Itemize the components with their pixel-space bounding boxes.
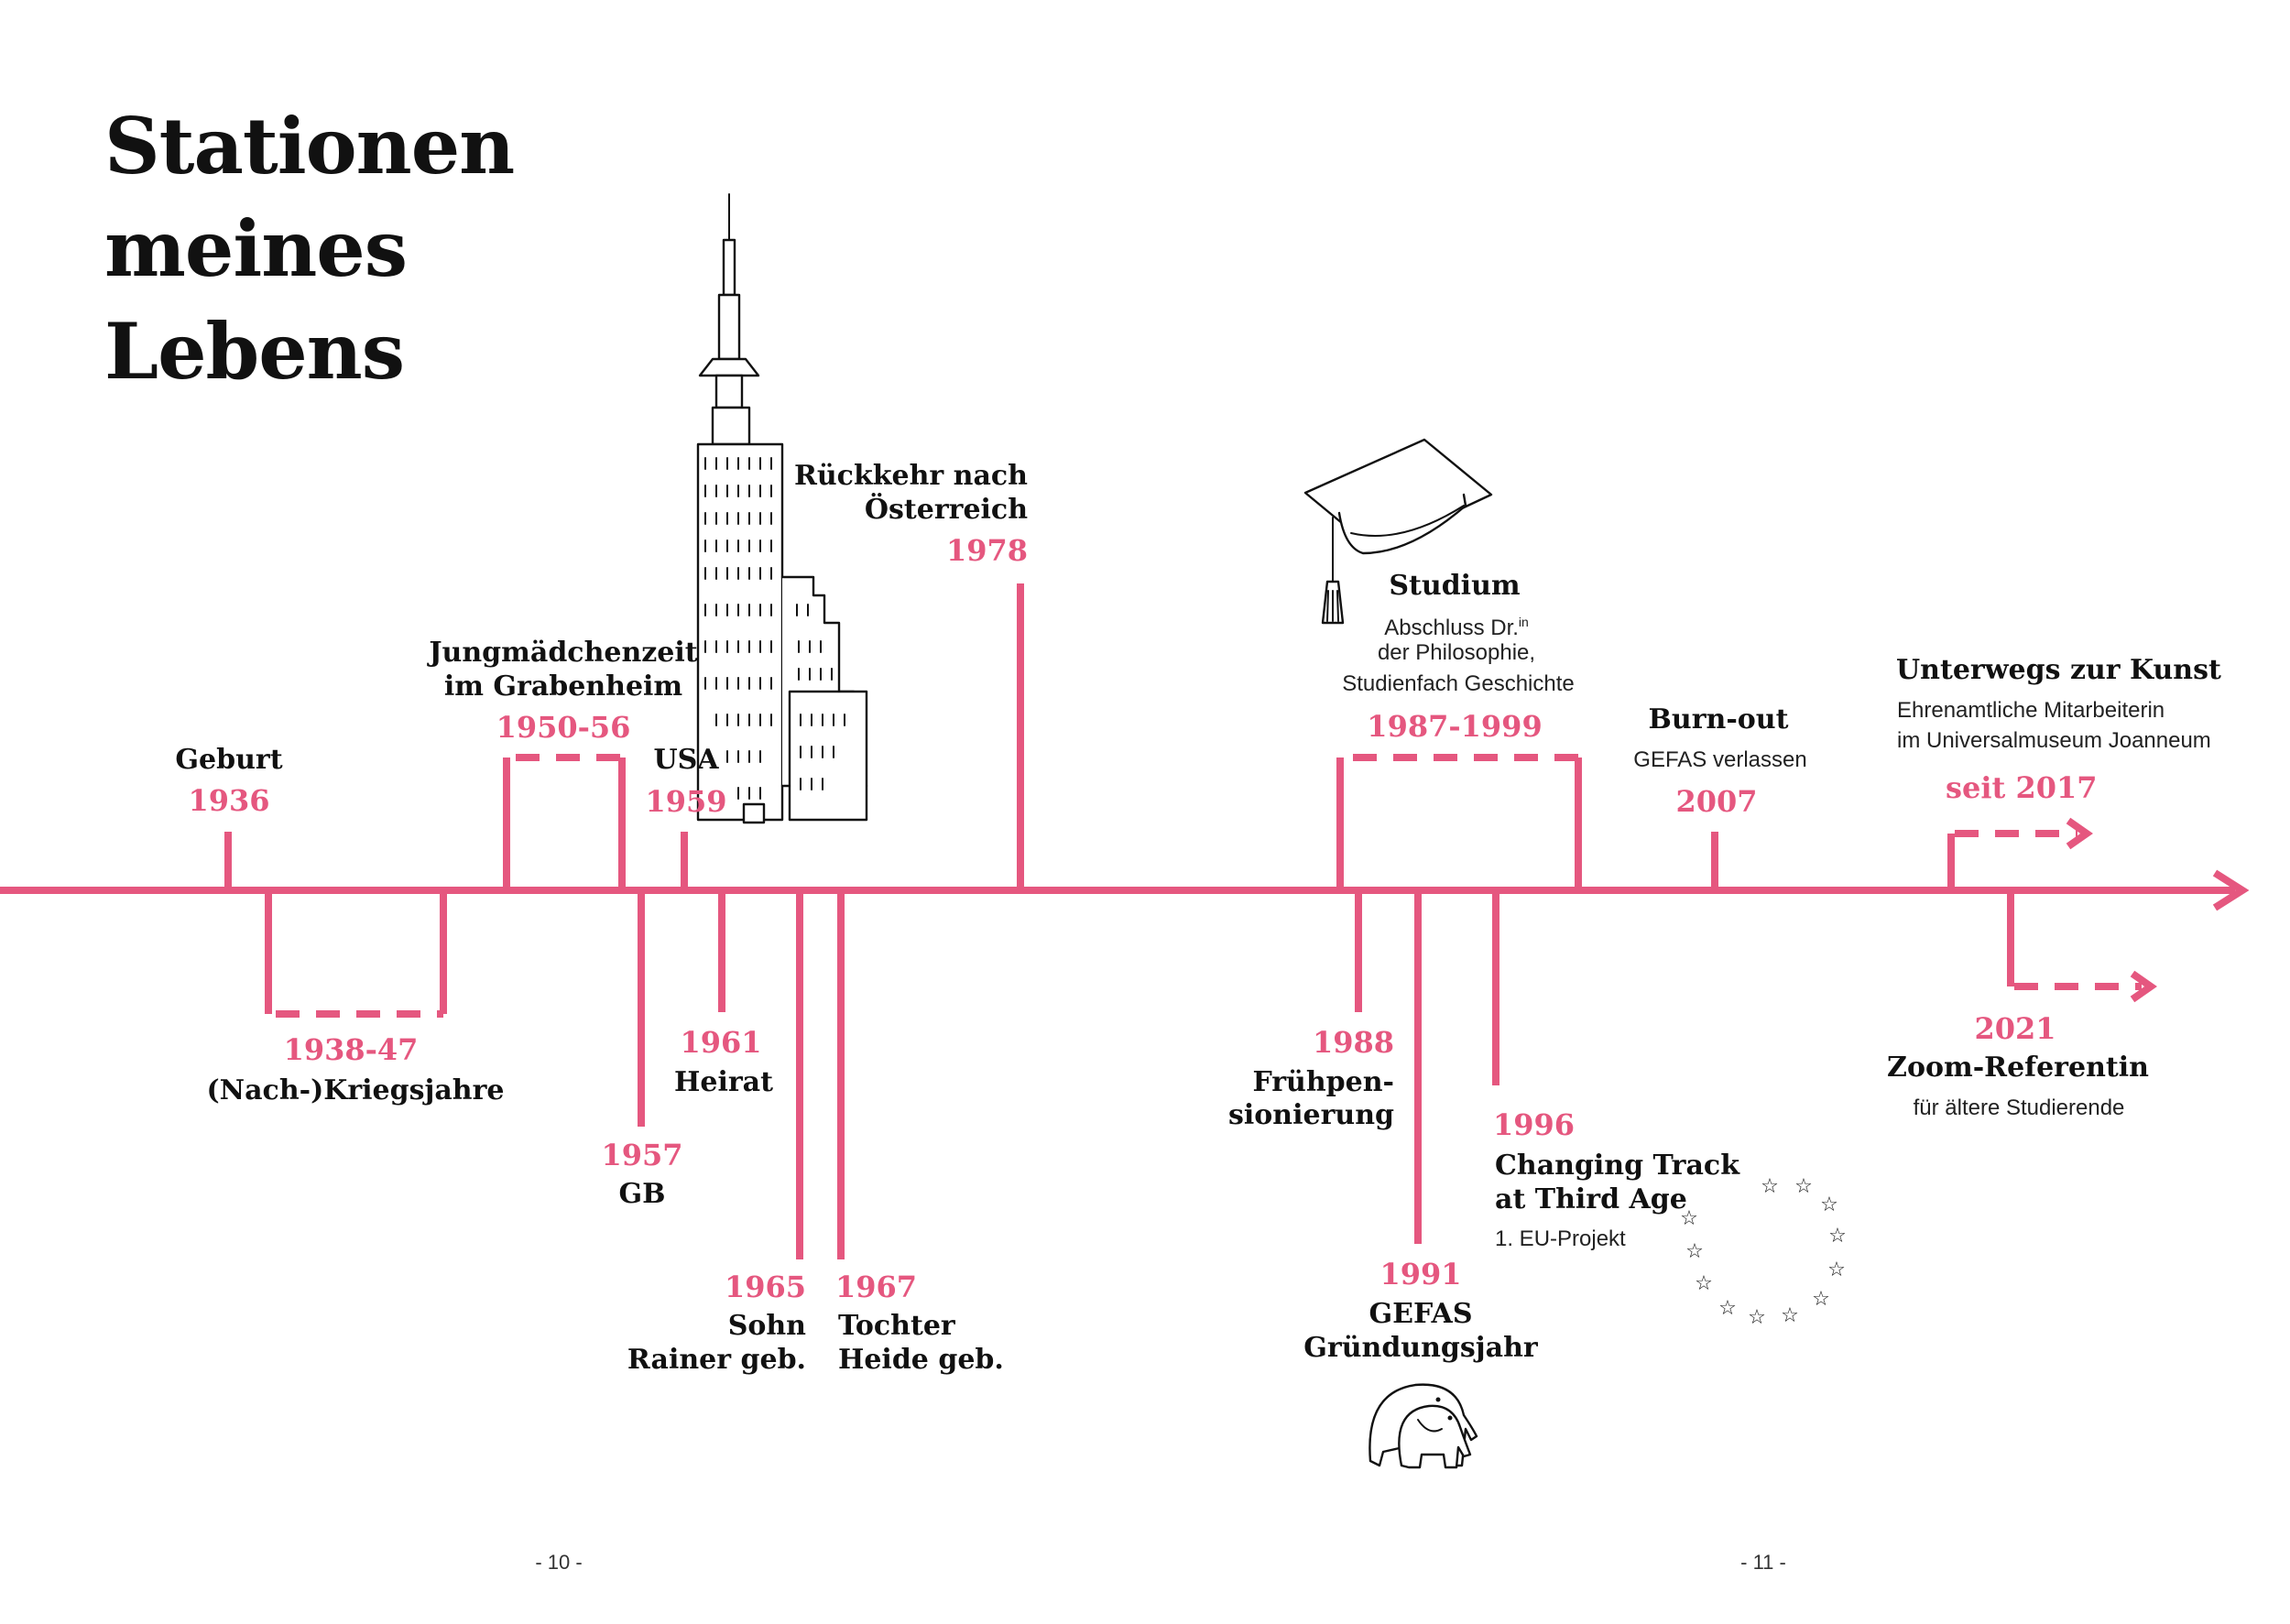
arrow-2021 — [2007, 890, 2157, 1003]
event-year: 1950-56 — [496, 710, 631, 745]
event-sub-line: Studienfach Geschichte — [1342, 671, 1575, 696]
event-year: 1957 — [601, 1138, 683, 1172]
event-sub: 1. EU-Projekt — [1495, 1226, 1626, 1251]
svg-text:☆: ☆ — [1828, 1225, 1847, 1248]
event-year: seit 2017 — [1946, 770, 2098, 805]
event-title-line: GEFAS — [1369, 1298, 1473, 1330]
bracket-1938-47 — [265, 890, 447, 1018]
event-title-line: Frühpen- — [1252, 1066, 1394, 1098]
event-title-line: sionierung — [1228, 1099, 1394, 1131]
event-sub-line: im Universalmuseum Joanneum — [1897, 728, 2211, 753]
svg-text:☆: ☆ — [1761, 1175, 1779, 1198]
event-title-line: Rückkehr nach — [793, 460, 1028, 492]
event-title-line: Gründungsjahr — [1303, 1332, 1538, 1364]
svg-text:☆: ☆ — [1680, 1207, 1698, 1230]
svg-text:☆: ☆ — [1695, 1272, 1713, 1295]
arrow-seit-2017 — [1947, 817, 2093, 890]
svg-text:☆: ☆ — [1812, 1288, 1830, 1311]
event-year: 1938-47 — [283, 1032, 419, 1067]
event-title-line: Rainer geb. — [627, 1344, 806, 1376]
event-title-line: Sohn — [727, 1310, 806, 1342]
skyscraper-icon — [696, 193, 868, 824]
svg-text:☆: ☆ — [1718, 1297, 1737, 1320]
event-year: 1959 — [645, 784, 727, 819]
event-title: Studium — [1389, 570, 1521, 602]
event-year: 1965 — [724, 1270, 806, 1304]
title-line: Lebens — [104, 306, 405, 397]
page-number-right: - 11 - — [1740, 1551, 1786, 1574]
event-year: 2007 — [1675, 784, 1758, 819]
event-title: USA — [653, 744, 719, 776]
event-year: 1967 — [835, 1270, 918, 1304]
event-sub-line: der Philosophie, — [1377, 640, 1536, 665]
event-title: Geburt — [175, 744, 283, 776]
event-year: 2021 — [1974, 1011, 2056, 1046]
svg-text:☆: ☆ — [1794, 1175, 1813, 1198]
svg-text:☆: ☆ — [1685, 1240, 1704, 1263]
event-year: 1936 — [188, 783, 270, 818]
event-sub-text: Abschluss Dr. — [1384, 616, 1519, 640]
svg-text:☆: ☆ — [1781, 1304, 1799, 1327]
event-title-line: Heide geb. — [838, 1344, 1004, 1376]
event-sub-superscript: in — [1518, 615, 1529, 629]
event-sub: GEFAS verlassen — [1633, 747, 1807, 772]
svg-text:☆: ☆ — [1820, 1193, 1838, 1216]
event-title-line: im Grabenheim — [443, 670, 683, 703]
event-title: GB — [618, 1178, 666, 1210]
bracket-1987-1999 — [1336, 754, 1582, 890]
title-line: meines — [104, 203, 408, 294]
event-title: (Nach-)Kriegsjahre — [206, 1074, 505, 1106]
event-year: 1991 — [1379, 1257, 1462, 1292]
event-year: 1978 — [945, 533, 1028, 568]
event-title-line: Österreich — [864, 494, 1028, 526]
event-title: Heirat — [674, 1066, 773, 1098]
svg-text:☆: ☆ — [1827, 1259, 1846, 1281]
event-title-line: Tochter — [838, 1310, 955, 1342]
event-sub-line: Abschluss Dr.in — [1384, 606, 1529, 644]
event-title: Unterwegs zur Kunst — [1896, 654, 2221, 686]
event-year: 1987-1999 — [1367, 709, 1543, 744]
title-line: Stationen — [104, 101, 515, 191]
event-year: 1961 — [680, 1025, 762, 1060]
eu-stars-icon: ☆ ☆ ☆ ☆ ☆ ☆ ☆ ☆ ☆ ☆ ☆ ☆ — [1680, 1175, 1847, 1329]
arrow-right-icon — [2212, 869, 2250, 911]
page-number-left: - 10 - — [535, 1551, 583, 1574]
elephants-icon — [1369, 1383, 1478, 1469]
event-title: Zoom-Referentin — [1887, 1052, 2149, 1084]
event-year: 1996 — [1493, 1107, 1576, 1142]
bracket-1950-56 — [503, 754, 626, 890]
event-sub-line: Ehrenamtliche Mitarbeiterin — [1897, 698, 2165, 723]
event-year: 1988 — [1312, 1025, 1394, 1060]
svg-text:☆: ☆ — [1748, 1306, 1766, 1329]
page-title: Stationen meines Lebens — [104, 95, 515, 403]
event-sub: für ältere Studierende — [1913, 1095, 2125, 1120]
graduation-cap-icon — [1303, 438, 1493, 625]
event-title: Burn-out — [1648, 703, 1789, 736]
event-title-line: Jungmädchenzeit — [429, 637, 698, 669]
event-title-line: Changing Track — [1495, 1150, 1739, 1182]
event-title-line: at Third Age — [1495, 1183, 1687, 1215]
